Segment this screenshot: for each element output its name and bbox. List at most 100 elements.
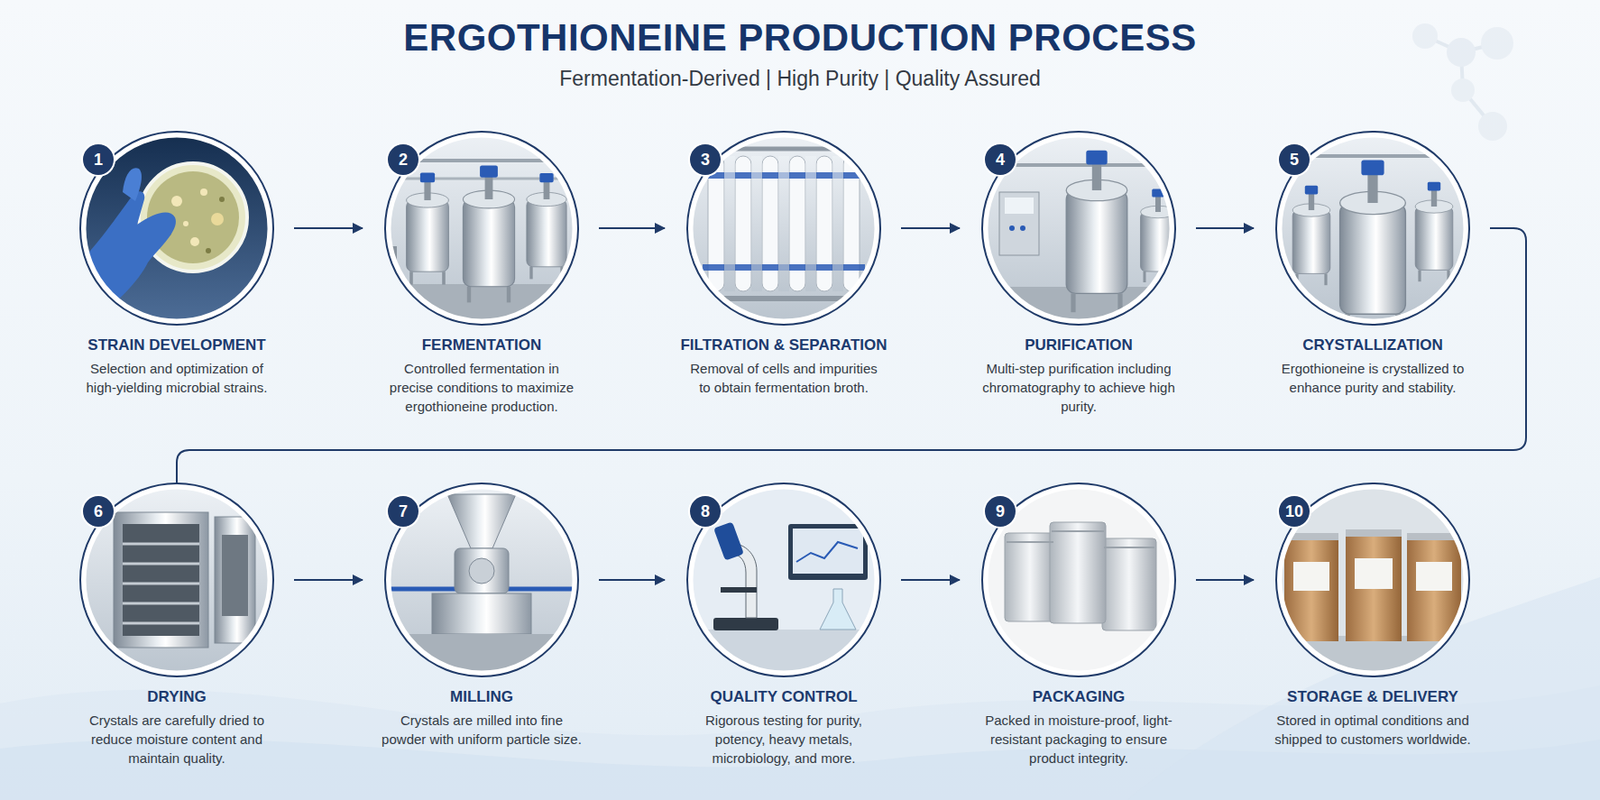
callout-number: 9 [984,496,1016,527]
drum-label [1354,558,1393,589]
pouch-seal [1051,530,1104,533]
tank [526,173,567,279]
callout-number: 10 [1278,496,1310,527]
monitor [788,524,868,580]
callout-number: 4 [984,144,1016,175]
step-circle: 1 [80,131,274,325]
flow-connector [1195,227,1254,230]
colony [211,212,224,226]
column-gap [724,156,736,292]
tank [406,172,450,285]
process-step: 3FILTRATION & SEPARATIONRemoval of cells… [666,131,902,397]
oven-cabinet [113,512,209,648]
step-heading: PACKAGING [961,687,1196,708]
colony [183,220,189,227]
callout-number: 8 [689,496,721,527]
mill-body [454,548,509,594]
step-description: Controlled fermentation in precise condi… [381,358,582,416]
foil-pouch [1004,533,1056,622]
photo-clip [684,128,883,328]
photo-outline [80,131,274,325]
photo-outline [1276,131,1470,325]
tray [122,562,200,566]
door-grille [221,534,249,617]
molecule-decoration [1412,23,1514,141]
step-heading: CRYSTALLIZATION [1255,335,1490,356]
illustration-drying [77,480,276,680]
fiber-drum [1345,533,1402,642]
panel-button [1020,225,1026,231]
tray [122,582,200,586]
oven-interior [122,524,200,636]
colony [171,195,183,207]
step-circle: 6 [80,483,274,677]
mill-port [468,558,495,584]
process-step: 6DRYINGCrystals are carefully dried to r… [59,483,295,768]
illustration-packaging [979,480,1178,680]
photo-ring [388,135,575,322]
microscope-stage [720,587,757,593]
illustration-milling [382,480,581,680]
callout-number: 7 [387,496,419,527]
callout-number: 6 [82,496,114,527]
colony [190,237,200,247]
step-heading: STORAGE & DELIVERY [1255,687,1490,708]
illustration-fermentation [382,128,581,330]
step-description: Crystals are carefully dried to reduce m… [76,710,277,768]
colony [219,196,225,203]
callout-number: 1 [82,144,114,175]
diagram-title: ERGOTHIONEINE PRODUCTION PROCESS [0,16,1600,60]
tray [122,622,200,626]
photo-ring [690,135,877,322]
illustration-strain [77,128,276,330]
atom [1478,111,1508,141]
step-description: Ergothioneine is crystallized to enhance… [1272,358,1473,397]
photo-outline [1276,483,1470,677]
photo-clip [1273,480,1472,681]
pouch-seal [1103,546,1155,549]
foil-pouch [1049,522,1106,624]
photo-outline [687,483,881,677]
illustration-filtration [684,128,883,328]
oven-door [214,516,256,644]
step-heading: FILTRATION & SEPARATION [666,335,902,356]
pipe [684,295,883,302]
photo-outline [385,483,579,677]
atom [1480,27,1514,60]
illustration-crystallization [1273,128,1472,335]
process-step: 7MILLINGCrystals are milled into fine po… [364,483,599,749]
atom [1412,23,1438,49]
photo-outline [687,131,881,325]
photo-outline [385,131,579,325]
photo-ring [1279,135,1466,322]
step-circle: 9 [982,483,1176,677]
column-gap [778,156,790,292]
screen-graph [796,542,858,562]
column-gap [805,156,817,292]
photo-clip [684,480,883,684]
photo-clip [382,128,581,330]
flow-connector [901,227,960,230]
panel-screen [1004,197,1034,214]
photo-ring [83,135,270,322]
callout-number: 2 [387,144,419,175]
flow-connector [1195,579,1254,581]
tank [1066,150,1128,313]
photo-bg [77,128,276,328]
process-step: 1STRAIN DEVELOPMENTSelection and optimiz… [59,131,295,397]
column-gap [832,156,844,292]
colony [200,188,208,196]
illustration-purification [979,128,1178,332]
mill-base [432,593,532,635]
flask [819,588,856,630]
photo-ring [985,135,1172,322]
step-circle: 7 [385,483,579,677]
process-step: 5CRYSTALLIZATIONErgothioneine is crystal… [1255,131,1490,397]
step-heading: QUALITY CONTROL [666,687,902,708]
flow-connector [176,228,1527,484]
glove-thumb [122,167,142,202]
step-heading: FERMENTATION [364,335,599,356]
step-circle: 10 [1276,483,1470,677]
photo-clip [77,128,276,330]
